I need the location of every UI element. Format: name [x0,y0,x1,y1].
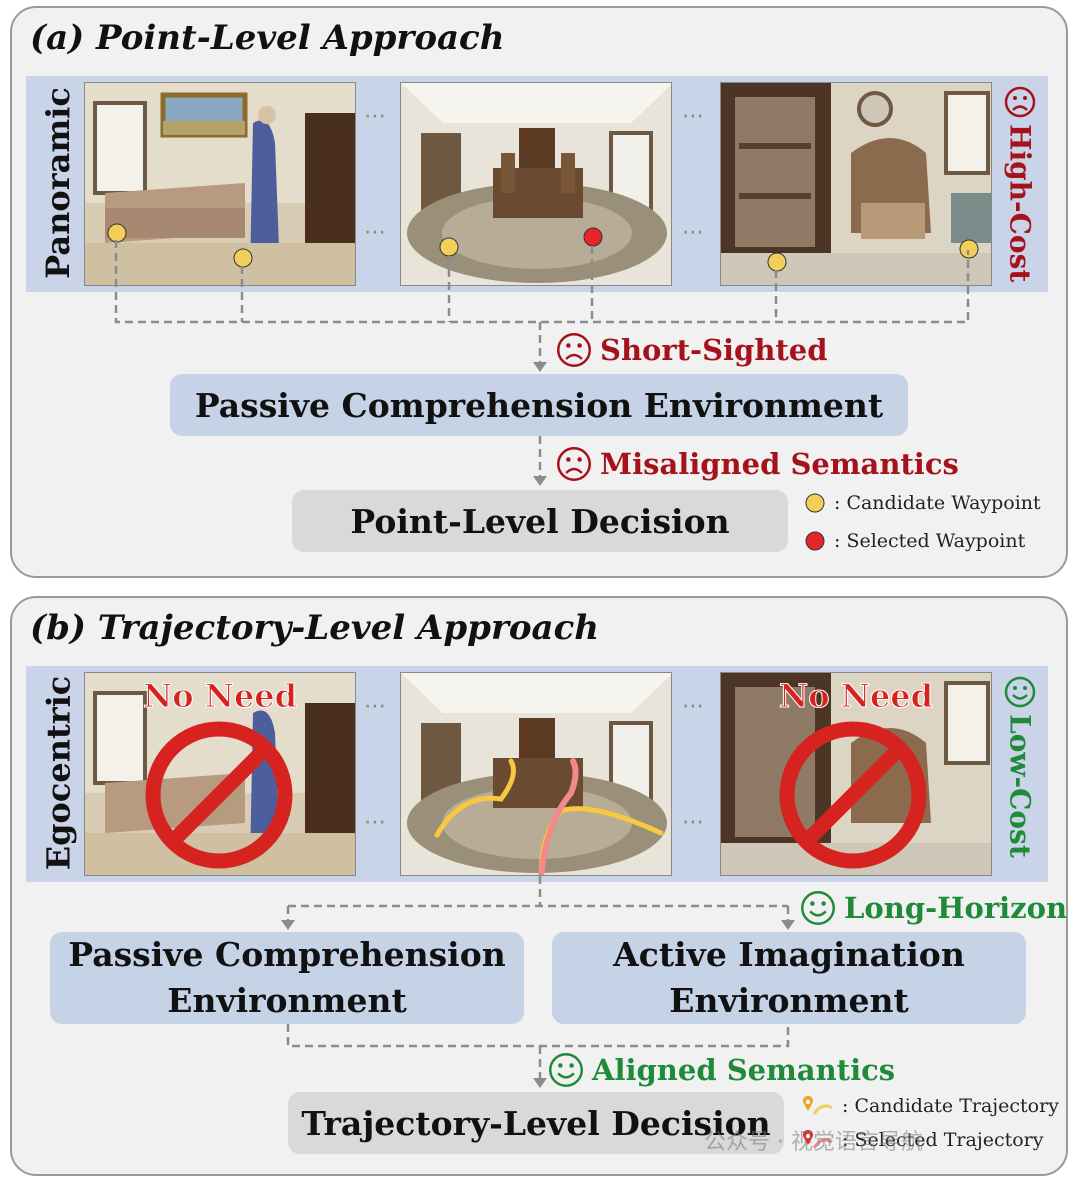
low-cost-label: Low-Cost [998,676,1042,858]
legend-selected-waypoint: : Selected Waypoint [804,530,1025,552]
ellipsis-icon: ⋯ [364,104,388,129]
smile-face-icon [1004,676,1036,708]
room-photo-sofa-crossed [84,672,356,876]
red-dot-icon [805,531,825,551]
prohibition-icon [145,721,293,869]
panel-a-title: (a) Point-Level Approach [30,18,505,58]
misaligned-semantics-note: Misaligned Semantics [556,446,959,482]
ellipsis-icon: ⋯ [364,810,388,835]
room-photo-sofa [84,82,356,286]
legend-candidate-trajectory: : Candidate Trajectory [800,1094,1059,1118]
aligned-semantics-note: Aligned Semantics [548,1052,895,1088]
room-photo-armchair [720,82,992,286]
ellipsis-icon: ⋯ [682,810,706,835]
long-horizon-note: Long-Horizon [800,890,1067,926]
high-cost-label: High-Cost [998,86,1042,282]
ellipsis-icon: ⋯ [364,694,388,719]
no-need-label-left: No Need [142,677,298,716]
trajectory-level-decision-box: Trajectory-Level Decision [288,1092,784,1154]
smile-face-icon [549,1053,583,1087]
ellipsis-icon: ⋯ [682,694,706,719]
egocentric-label: Egocentric [39,675,77,871]
passive-comprehension-box-b: Passive Comprehension Environment [50,932,524,1024]
room-photo-trajectories [400,672,672,876]
sad-face-icon [557,333,591,367]
candidate-trajectory-icon [803,1096,833,1115]
sad-face-icon [1004,86,1036,118]
passive-comprehension-box: Passive Comprehension Environment [170,374,908,436]
smile-face-icon [801,891,835,925]
no-need-label-right: No Need [778,677,934,716]
panoramic-label: Panoramic [39,87,78,279]
point-level-decision-box: Point-Level Decision [292,490,788,552]
selected-trajectory-icon [803,1130,833,1149]
yellow-dot-icon [805,493,825,513]
ellipsis-icon: ⋯ [682,220,706,245]
active-imagination-box: Active Imagination Environment [552,932,1026,1024]
ellipsis-icon: ⋯ [364,220,388,245]
room-photo-dining [400,82,672,286]
prohibition-icon [779,721,927,869]
legend-selected-trajectory: : Selected Trajectory [800,1128,1044,1152]
ellipsis-icon: ⋯ [682,104,706,129]
panel-b-title: (b) Trajectory-Level Approach [30,608,600,648]
room-photo-armchair-crossed [720,672,992,876]
short-sighted-note: Short-Sighted [556,332,828,368]
sad-face-icon [557,447,591,481]
trajectory-lines [434,758,664,875]
legend-candidate-waypoint: : Candidate Waypoint [804,492,1041,514]
watermark: 公众号 · 视觉语言导航 [704,1130,923,1155]
